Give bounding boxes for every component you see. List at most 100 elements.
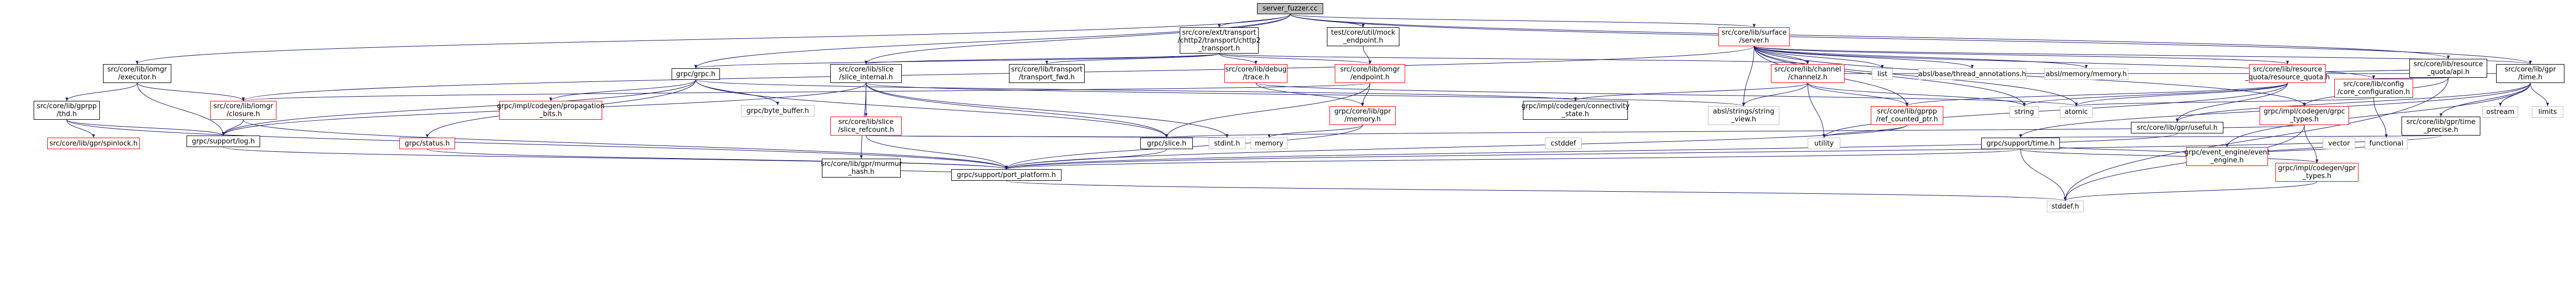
node-event-engine[interactable]: grpc/event_engine/event _engine.h	[2185, 147, 2270, 166]
node-support-time[interactable]: grpc/support/time.h	[1981, 138, 2060, 149]
edge-refcount-to-portplat	[865, 135, 1008, 170]
node-resource-quota[interactable]: src/core/lib/resource _quota/resource_qu…	[2245, 64, 2330, 83]
edge-channelz-to-string	[1807, 82, 2026, 107]
node-memory-std: memory	[1251, 138, 1287, 149]
node-chttp2-transport[interactable]: src/core/ext/transport /chttp2/transport…	[1178, 27, 1261, 54]
edge-mock-to-endpoint	[1363, 46, 1372, 65]
edge-slice-to-portplat	[1005, 149, 1167, 170]
edge-grpctypes-to-stddef	[2064, 124, 2305, 201]
edge-suptime-to-gprtypes	[2020, 149, 2319, 163]
node-byte-buffer: grpc/byte_buffer.h	[741, 105, 815, 117]
node-list: list	[1872, 68, 1893, 80]
node-gpr-spinlock[interactable]: src/core/lib/gpr/spinlock.h	[47, 138, 140, 149]
edge-root-to-quotaapi	[1290, 14, 2450, 59]
edge-refcount-to-stdint	[865, 134, 1228, 138]
node-server-fuzzer: server_fuzzer.cc	[1257, 3, 1323, 14]
node-grpc-status[interactable]: grpc/status.h	[399, 138, 455, 149]
edge-grpc-to-connstate	[695, 79, 1577, 101]
edge-endpoint-to-memory	[1361, 82, 1371, 107]
node-gprpp-thd[interactable]: src/core/lib/gprpp /thd.h	[34, 101, 100, 120]
edge-status-to-portplat	[427, 149, 1008, 170]
edge-quotaapi-to-config	[2373, 75, 2449, 79]
node-grpc-types[interactable]: grpc/impl/codegen/grpc _types.h	[2260, 106, 2349, 125]
edge-closure-to-portplat	[243, 119, 1008, 170]
node-gpr-types[interactable]: grpc/impl/codegen/gpr _types.h	[2275, 163, 2358, 182]
node-iomgr-closure[interactable]: src/core/lib/iomgr /closure.h	[210, 101, 276, 120]
edge-executor-to-thd	[65, 82, 138, 101]
node-time-precise[interactable]: src/core/lib/gpr/time _precise.h	[2402, 117, 2480, 136]
edge-sliceint-to-stdint	[865, 82, 1229, 138]
edge-refcounted-to-utility	[1822, 124, 1908, 138]
edge-root-to-mock	[1290, 14, 1365, 28]
edge-rquota-to-utility	[1822, 82, 2288, 138]
edge-grpctypes-to-gprtypes	[2304, 124, 2319, 163]
node-stddef: stddef.h	[2047, 201, 2084, 212]
node-gpr-memory[interactable]: grpc/core/lib/gpr /memory.h	[1330, 106, 1396, 125]
edge-grpc-to-slice	[695, 79, 1168, 138]
edge-config-to-atomic	[2075, 97, 2374, 107]
edge-rquota-to-atomic	[2075, 82, 2288, 107]
edge-thd-to-spinlock	[66, 119, 95, 138]
node-slice-refcount[interactable]: src/core/lib/slice /slice_refcount.h	[830, 117, 902, 136]
node-ostream: ostream	[2482, 106, 2518, 118]
node-iomgr-endpoint[interactable]: src/core/lib/iomgr /endpoint.h	[1335, 64, 1405, 83]
edge-surface-to-rquota	[1754, 46, 2289, 65]
edge-sliceint-to-abslstr	[865, 82, 1745, 107]
node-utility: utility	[1808, 138, 1840, 149]
node-iomgr-executor[interactable]: src/core/lib/iomgr /executor.h	[103, 64, 171, 83]
edge-gprtypes-to-stddef	[2064, 181, 2317, 201]
edge-surface-to-abslmem	[1754, 46, 2088, 69]
edge-useful-to-portplat	[1005, 133, 2178, 170]
node-ref-counted-ptr[interactable]: src/core/lib/gprpp /ref_counted_ptr.h	[1871, 106, 1943, 125]
edge-thd-to-log	[66, 119, 225, 136]
node-support-log[interactable]: grpc/support/log.h	[187, 136, 260, 147]
node-debug-trace[interactable]: src/core/lib/debug /trace.h	[1224, 64, 1287, 83]
edge-trans-to-tfed	[1045, 53, 1220, 65]
node-string: string	[2010, 106, 2039, 118]
node-surface-server[interactable]: src/core/lib/surface /server.h	[1718, 27, 1790, 46]
node-absl-string-view: absl/strings/string _view.h	[1708, 106, 1779, 125]
node-atomic: atomic	[2060, 106, 2093, 118]
edge-root-to-gtime	[1290, 14, 2532, 65]
node-propagation-bits[interactable]: grpc/impl/codegen/propagation _bits.h	[497, 101, 604, 120]
edge-rquota-to-useful	[2176, 82, 2288, 122]
edge-endpoint-to-slice	[1165, 82, 1371, 138]
node-gprpp-time[interactable]: src/core/lib/gpr /time.h	[2496, 64, 2564, 83]
edge-channelz-to-connstate	[1574, 82, 1808, 101]
edge-config-to-functional	[2373, 97, 2388, 138]
node-gpr-useful[interactable]: src/core/lib/gpr/useful.h	[2131, 122, 2223, 133]
edge-trace-to-memory	[1255, 82, 1364, 107]
node-slice-internal[interactable]: src/core/lib/slice /slice_internal.h	[830, 64, 902, 83]
node-channel-channelz[interactable]: src/core/lib/channel /channelz.h	[1771, 64, 1845, 83]
node-transport-fwd[interactable]: src/core/lib/transport /transport_fwd.h	[1009, 64, 1085, 83]
edge-surface-to-abslstr	[1742, 46, 1755, 107]
edge-channelz-to-utility	[1807, 82, 1826, 138]
edge-grpc-to-propbits	[549, 79, 696, 101]
edge-memory-to-memstd	[1268, 124, 1363, 138]
edge-surface-to-grpctypes	[1754, 46, 2306, 107]
node-connectivity-state[interactable]: grpc/impl/codegen/connectivity _state.h	[1521, 101, 1630, 120]
node-grpc-slice[interactable]: grpc/slice.h	[1140, 138, 1193, 149]
edge-trans-to-endpoint	[1219, 53, 1372, 65]
edge-surface-to-channelz	[1754, 46, 1809, 65]
node-resource-quota-api[interactable]: src/core/lib/resource _quota/api.h	[2409, 59, 2487, 78]
node-limits: limits	[2532, 106, 2563, 118]
edge-trans-to-sliceint	[864, 53, 1220, 65]
node-murmur-hash[interactable]: src/core/lib/gpr/murmur _hash.h	[821, 159, 902, 178]
node-absl-thread-annotations: absl/base/thread_annotations.h	[1918, 68, 2026, 80]
edge-root-to-sliceint	[864, 14, 1291, 65]
node-port-platform[interactable]: grpc/support/port_platform.h	[951, 169, 1062, 181]
edge-portplat-to-stddef	[1006, 180, 2067, 201]
edge-grpc-to-log	[222, 79, 696, 136]
edge-grpctypes-to-slice	[1166, 124, 2305, 138]
node-core-configuration[interactable]: src/core/lib/config /core_configuration.…	[2334, 79, 2413, 98]
edge-surface-to-abslthread	[1754, 46, 1974, 69]
edge-gprtime-to-suptime	[2020, 134, 2441, 138]
edge-surface-to-closure	[242, 46, 1755, 101]
node-mock-endpoint[interactable]: test/core/util/mock _endpoint.h	[1327, 27, 1399, 46]
node-absl-memory: absl/memory/memory.h	[2044, 68, 2128, 80]
edge-root-to-surface	[1290, 14, 1756, 28]
node-grpc-h[interactable]: grpc/grpc.h	[672, 68, 720, 80]
